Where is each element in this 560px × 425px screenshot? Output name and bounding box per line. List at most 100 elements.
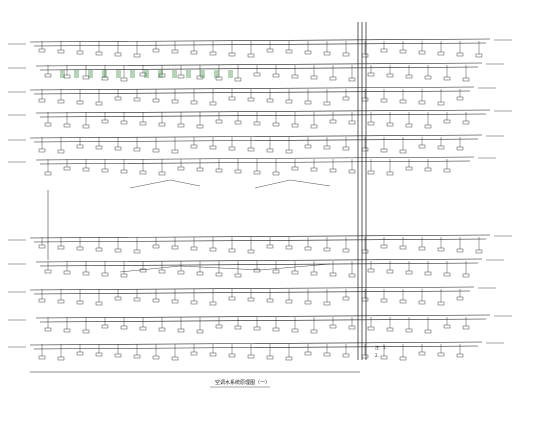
- fan-coil-unit: [253, 326, 261, 331]
- fan-coil-unit: [215, 324, 223, 329]
- fan-coil-unit: [177, 328, 185, 333]
- fan-coil-unit: [120, 273, 128, 278]
- fan-coil-unit: [386, 327, 394, 332]
- fan-coil-unit: [114, 96, 122, 101]
- fan-coil-unit: [82, 167, 90, 172]
- fan-coil-unit: [272, 171, 280, 176]
- fan-coil-unit: [443, 168, 451, 173]
- fan-coil-unit: [209, 352, 217, 357]
- fan-coil-unit: [348, 273, 356, 278]
- fan-coil-unit: [196, 271, 204, 276]
- fan-coil-unit: [82, 75, 90, 80]
- fan-coil-unit: [272, 73, 280, 78]
- fan-coil-unit: [342, 146, 350, 151]
- fan-coil-unit: [152, 244, 160, 249]
- fan-coil-unit: [475, 53, 483, 58]
- fan-coil-unit: [253, 121, 261, 126]
- fan-coil-unit: [114, 248, 122, 253]
- fan-coil-unit: [266, 148, 274, 153]
- fan-coil-unit: [228, 248, 236, 253]
- fan-coil-unit: [253, 170, 261, 175]
- fan-coil-unit: [456, 248, 464, 253]
- fan-coil-unit: [158, 269, 166, 274]
- fan-coil-unit: [190, 144, 198, 149]
- fan-coil-unit: [38, 298, 46, 303]
- supply-pipe: [35, 109, 491, 114]
- fan-coil-unit: [304, 246, 312, 251]
- fan-coil-unit: [209, 301, 217, 306]
- fan-coil-unit: [329, 119, 337, 124]
- fan-coil-unit: [44, 269, 52, 274]
- fan-coil-unit: [44, 73, 52, 78]
- fan-coil-unit: [456, 353, 464, 358]
- fan-coil-unit: [120, 169, 128, 174]
- fan-coil-unit: [380, 98, 388, 103]
- fan-coil-unit: [437, 301, 445, 306]
- fan-coil-unit: [380, 355, 388, 360]
- fan-coil-unit: [247, 249, 255, 254]
- fan-coil-unit: [38, 355, 46, 360]
- fan-coil-unit: [405, 270, 413, 275]
- fan-coil-unit: [215, 76, 223, 81]
- fan-coil-unit: [114, 146, 122, 151]
- fan-coil-unit: [348, 120, 356, 125]
- fan-coil-unit: [291, 328, 299, 333]
- branch-pipe: [129, 179, 201, 189]
- fan-coil-unit: [323, 145, 331, 150]
- fan-coil-unit: [361, 354, 369, 359]
- fan-coil-unit: [133, 249, 141, 254]
- fan-coil-unit: [139, 326, 147, 331]
- fan-coil-unit: [215, 119, 223, 124]
- supply-pipe: [29, 134, 483, 139]
- fan-coil-unit: [329, 76, 337, 81]
- fan-coil-unit: [209, 145, 217, 150]
- fan-coil-unit: [285, 356, 293, 361]
- fan-coil-unit: [342, 52, 350, 57]
- return-pipe: [33, 90, 471, 95]
- fan-coil-unit: [304, 300, 312, 305]
- fan-coil-unit: [329, 168, 337, 173]
- equipment-block: [74, 70, 79, 78]
- fan-coil-unit: [424, 329, 432, 334]
- fan-coil-unit: [152, 298, 160, 303]
- supply-pipe: [35, 258, 483, 263]
- fan-coil-unit: [380, 298, 388, 303]
- equipment-block: [228, 70, 233, 78]
- fan-coil-unit: [247, 53, 255, 58]
- fan-coil-unit: [348, 325, 356, 330]
- fan-coil-unit: [38, 98, 46, 103]
- fan-coil-unit: [367, 72, 375, 77]
- fan-coil-unit: [171, 299, 179, 304]
- fan-coil-unit: [177, 123, 185, 128]
- fan-coil-unit: [234, 325, 242, 330]
- fan-coil-unit: [171, 245, 179, 250]
- fan-coil-unit: [234, 169, 242, 174]
- fan-coil-unit: [76, 144, 84, 149]
- fan-coil-unit: [158, 171, 166, 176]
- fan-coil-unit: [44, 122, 52, 127]
- fan-coil-unit: [310, 75, 318, 80]
- fan-coil-unit: [323, 301, 331, 306]
- fan-coil-unit: [158, 73, 166, 78]
- fan-coil-unit: [158, 122, 166, 127]
- fan-coil-unit: [133, 297, 141, 302]
- equipment-block: [88, 70, 93, 78]
- fan-coil-unit: [177, 166, 185, 171]
- fan-coil-unit: [399, 49, 407, 54]
- note-2: 2.: [375, 353, 379, 358]
- equipment-block: [102, 70, 107, 78]
- fan-coil-unit: [196, 75, 204, 80]
- fan-coil-unit: [361, 147, 369, 152]
- fan-coil-unit: [266, 298, 274, 303]
- equipment-block: [116, 70, 121, 78]
- fan-coil-unit: [456, 96, 464, 101]
- fan-coil-unit: [291, 123, 299, 128]
- fan-coil-unit: [76, 100, 84, 105]
- fan-coil-unit: [291, 270, 299, 275]
- fan-coil-unit: [386, 171, 394, 176]
- unit-layer: [38, 41, 483, 361]
- fan-coil-unit: [114, 296, 122, 301]
- fan-coil-unit: [399, 99, 407, 104]
- fan-coil-unit: [139, 72, 147, 77]
